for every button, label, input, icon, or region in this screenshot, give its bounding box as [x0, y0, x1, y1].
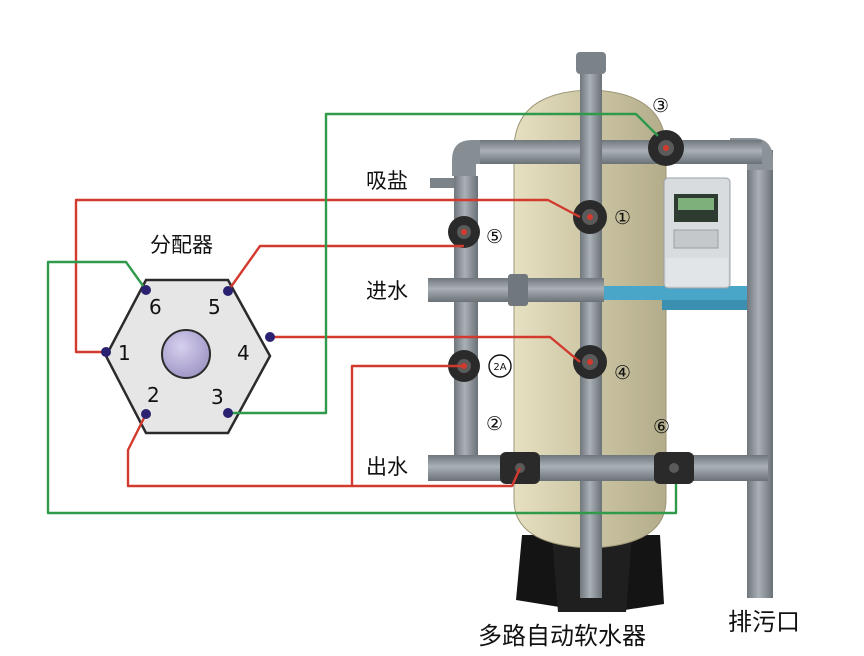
port-dot-1: [101, 347, 111, 357]
port-dot-4: [265, 332, 275, 342]
valve-label-6: ⑥: [653, 416, 670, 438]
tank-bracket: [604, 286, 758, 300]
red-line-port2-valve2a: [126, 364, 464, 488]
port-label-1: 1: [118, 341, 131, 365]
green-line-port6-valve6: [46, 260, 678, 515]
top-left-elbow: [452, 140, 480, 176]
distributor-label: 分配器: [150, 233, 213, 257]
distributor-center: [161, 329, 211, 379]
port-dot-3: [223, 408, 233, 418]
control-box: [663, 177, 731, 289]
drain-pipe: [747, 150, 773, 598]
valve-4: [573, 345, 607, 379]
red-line-port5-valve5: [227, 244, 464, 292]
port-dot-2: [141, 409, 151, 419]
valve-label-4: ④: [614, 362, 631, 384]
brine-intake-label: 吸盐: [366, 169, 408, 193]
valve-label-2a-badge: 2A: [488, 354, 512, 378]
port-label-4: 4: [237, 341, 250, 365]
tank-base: [516, 535, 664, 612]
outlet-pipe: [428, 455, 768, 481]
valve-label-1: ①: [614, 207, 631, 229]
brine-inlet: [430, 178, 454, 188]
port-label-6: 6: [149, 295, 162, 319]
water-inlet-label: 进水: [366, 279, 408, 303]
water-outlet-label: 出水: [366, 455, 408, 479]
drain-label: 排污口: [728, 608, 800, 636]
center-riser: [580, 58, 602, 598]
valve-3: [648, 130, 684, 166]
valve-5: [448, 216, 480, 248]
port-label-3: 3: [211, 385, 224, 409]
port-dot-5: [223, 286, 233, 296]
valve-6: [654, 452, 694, 484]
port-label-5: 5: [208, 295, 221, 319]
port-label-2: 2: [147, 383, 160, 407]
inlet-flange: [508, 274, 528, 306]
diagram-title: 多路自动软水器: [478, 622, 646, 650]
valve-1: [573, 200, 607, 234]
top-header-pipe: [472, 140, 762, 164]
red-line-port1-valve1: [74, 198, 581, 354]
port-dot-6: [141, 285, 151, 295]
red-line-to-valve2: [352, 467, 522, 488]
valve-label-2a: 2A: [493, 362, 506, 373]
valve-label-5: ⑤: [486, 226, 503, 248]
valve-label-2: ②: [486, 413, 503, 435]
riser-cap: [576, 52, 606, 74]
valve-label-3: ③: [652, 95, 669, 117]
tank-bracket: [662, 300, 758, 310]
green-line-port3-valve3: [228, 112, 659, 415]
red-line-port4-valve4: [270, 335, 581, 363]
